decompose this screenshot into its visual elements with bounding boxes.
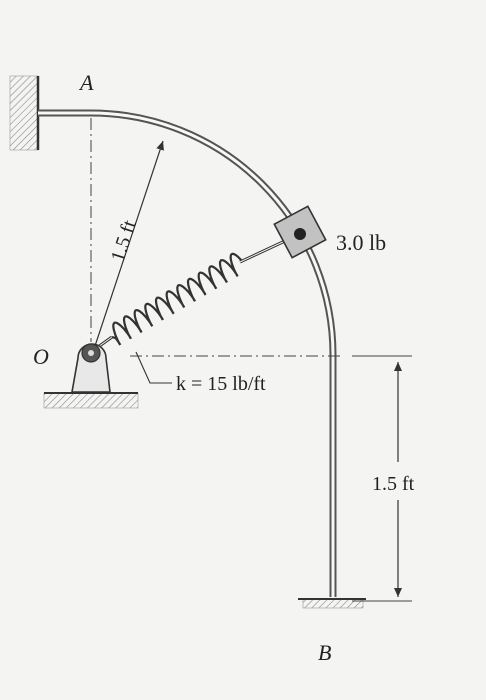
- label-radius: 1.5 ft: [107, 217, 141, 264]
- label-spring-constant: k = 15 lb/ft: [176, 373, 266, 395]
- collar: [273, 205, 327, 259]
- label-height: 1.5 ft: [372, 473, 415, 495]
- label-point-o: O: [33, 344, 49, 369]
- spring-constant-leader: [135, 351, 172, 384]
- radius-dimension-line: [94, 140, 164, 347]
- wall-support: [9, 75, 40, 151]
- curved-rod: [38, 109, 337, 597]
- label-weight: 3.0 lb: [336, 230, 386, 255]
- label-point-b: B: [318, 640, 331, 665]
- pin-support: [43, 343, 139, 409]
- label-point-a: A: [78, 70, 94, 95]
- ground-support-b: [298, 598, 366, 609]
- height-dimension: [352, 355, 412, 602]
